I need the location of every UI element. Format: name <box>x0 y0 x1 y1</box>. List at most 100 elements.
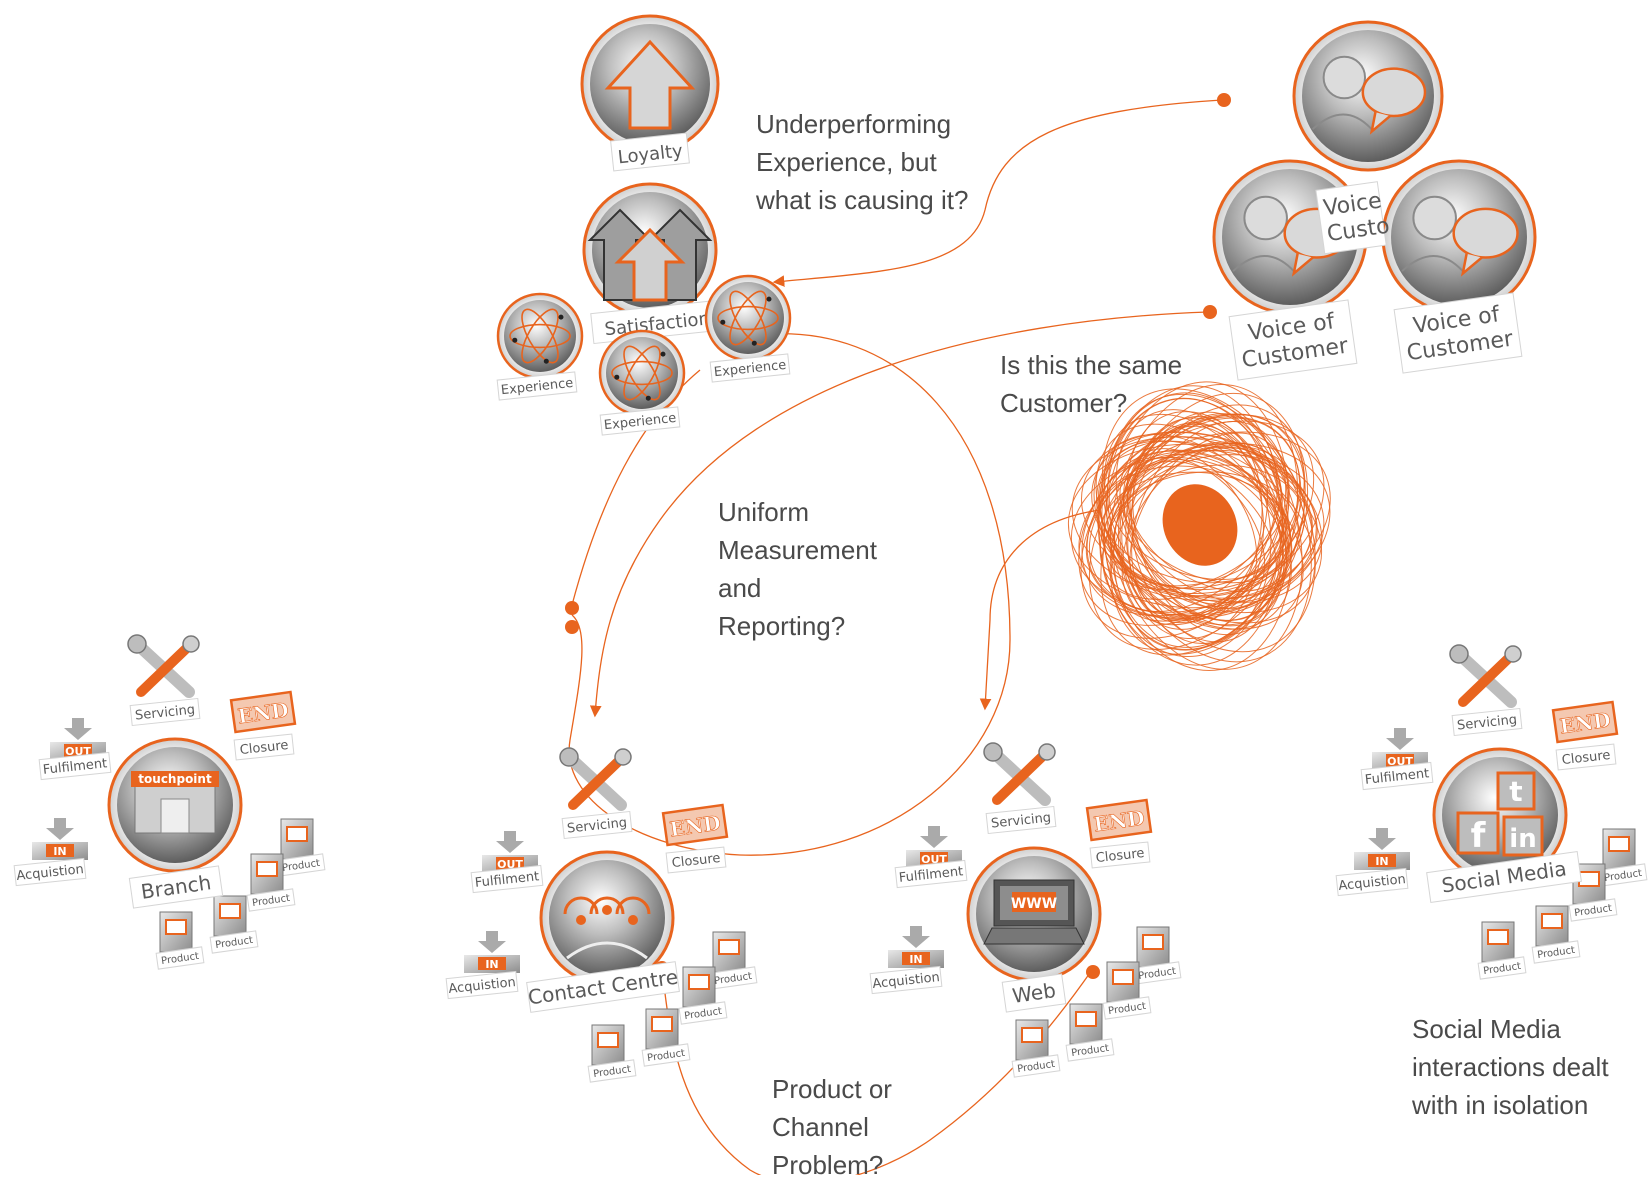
svg-text:Servicing: Servicing <box>1456 712 1517 733</box>
svg-text:Product: Product <box>647 1048 686 1064</box>
fulfilment-label: Fulfilment <box>1360 761 1434 791</box>
svg-text:Fulfilment: Fulfilment <box>898 864 964 886</box>
arrow-voc-to-contact-centre <box>589 311 1209 718</box>
svg-text:Product: Product <box>252 893 291 909</box>
note-underperforming: Underperforming Experience, but what is … <box>756 109 969 215</box>
product-label: Product <box>209 930 259 954</box>
tools-icon <box>983 742 1056 806</box>
note-social-isolation: Social Media interactions dealt with in … <box>1412 1014 1609 1120</box>
product-box-icon: Product <box>587 1024 637 1083</box>
product-label: Product <box>678 1001 728 1025</box>
product-label: Product <box>1102 996 1152 1020</box>
product-box-icon: Product <box>276 818 326 877</box>
product-box-icon: Product <box>1568 863 1618 922</box>
svg-text:Acquistion: Acquistion <box>872 970 941 992</box>
acquisition-label: Acquistion <box>1335 867 1409 897</box>
fulfilment-label: Fulfilment <box>894 859 968 889</box>
svg-text:Closure: Closure <box>671 851 721 871</box>
product-box-icon: Product <box>1477 921 1527 980</box>
product-label: Product <box>641 1043 691 1067</box>
svg-text:Product: Product <box>1017 1059 1056 1075</box>
svg-text:Acquistion: Acquistion <box>16 862 85 884</box>
svg-text:in: in <box>1509 824 1536 854</box>
end-badge-icon: END <box>1085 798 1153 842</box>
loyalty-badge: Loyalty <box>580 14 720 172</box>
svg-text:Product: Product <box>1138 966 1177 982</box>
svg-text:Product: Product <box>215 935 254 951</box>
svg-text:Acquistion: Acquistion <box>1338 872 1407 894</box>
acquisition-label: Acquistion <box>13 857 87 887</box>
in-tray-icon: IN <box>32 818 88 860</box>
svg-text:IN: IN <box>909 953 922 966</box>
svg-text:Fulfilment: Fulfilment <box>1364 766 1430 788</box>
svg-text:IN: IN <box>485 958 498 971</box>
channel-name-label: Web <box>1001 973 1067 1013</box>
closure-label: Closure <box>233 733 295 761</box>
acquisition-label: Acquistion <box>445 970 519 1000</box>
product-label: Product <box>708 966 758 990</box>
atom-icon <box>611 345 673 401</box>
out-tray-icon: OUT <box>1372 728 1428 770</box>
note-product-or-channel: Product or Channel Problem? <box>772 1074 892 1180</box>
product-box-icon: Product <box>1011 1019 1061 1078</box>
product-label: Product <box>155 946 205 970</box>
person-speech-icon <box>1311 55 1427 135</box>
atom-icon <box>717 290 779 346</box>
svg-text:Product: Product <box>1071 1043 1110 1059</box>
product-label: Product <box>1065 1038 1115 1062</box>
product-label: Product <box>1598 863 1648 887</box>
tools-icon <box>127 634 200 698</box>
note-uniform-measurement: Uniform Measurement and Reporting? <box>718 497 877 641</box>
product-label: Product <box>1568 898 1618 922</box>
product-box-icon: Product <box>1065 1003 1115 1062</box>
voice-of-customer-badge <box>1292 20 1444 172</box>
up-arrow-icon <box>604 39 696 130</box>
svg-text:Fulfilment: Fulfilment <box>474 869 540 891</box>
voice-of-customer-badge <box>1381 159 1537 315</box>
svg-text:Closure: Closure <box>239 738 289 758</box>
in-tray-icon: IN <box>1354 828 1410 870</box>
headset-team-icon <box>563 896 651 960</box>
tools-icon <box>559 747 632 811</box>
product-box-icon: Product <box>1598 828 1648 887</box>
satisfaction-badge: Satisfaction <box>582 182 724 345</box>
svg-text:Servicing: Servicing <box>134 702 195 723</box>
web-screen-text: WWW <box>1011 896 1057 912</box>
end-badge-icon: END <box>229 690 297 734</box>
svg-text:Product: Product <box>282 858 321 874</box>
experience-label: Experience <box>709 353 791 383</box>
svg-text:Servicing: Servicing <box>566 815 627 836</box>
product-box-icon: Product <box>1132 926 1182 985</box>
product-box-icon: Product <box>155 911 205 970</box>
svg-text:Product: Product <box>714 971 753 987</box>
note-same-customer: Is this the same Customer? <box>1000 350 1183 418</box>
channel-name-label: Branch <box>128 865 224 909</box>
closure-label: Closure <box>1089 841 1151 869</box>
experience-badge: Experience <box>704 274 792 383</box>
voice-of-customer-badge <box>1212 159 1368 315</box>
servicing-label: Servicing <box>561 810 633 840</box>
experience-badge: Experience <box>598 329 686 436</box>
product-box-icon: Product <box>1531 905 1581 964</box>
svg-text:Acquistion: Acquistion <box>448 975 517 997</box>
svg-text:f: f <box>1471 816 1487 856</box>
product-box-icon: Product <box>209 895 259 954</box>
experience-label: Experience <box>496 371 578 401</box>
svg-text:Product: Product <box>1108 1001 1147 1017</box>
product-label: Product <box>1011 1054 1061 1078</box>
product-label: Product <box>587 1059 637 1083</box>
person-speech-icon <box>1401 195 1519 277</box>
servicing-label: Servicing <box>985 805 1057 835</box>
svg-text:t: t <box>1509 775 1522 808</box>
customer-spiral-icon <box>1067 381 1331 672</box>
